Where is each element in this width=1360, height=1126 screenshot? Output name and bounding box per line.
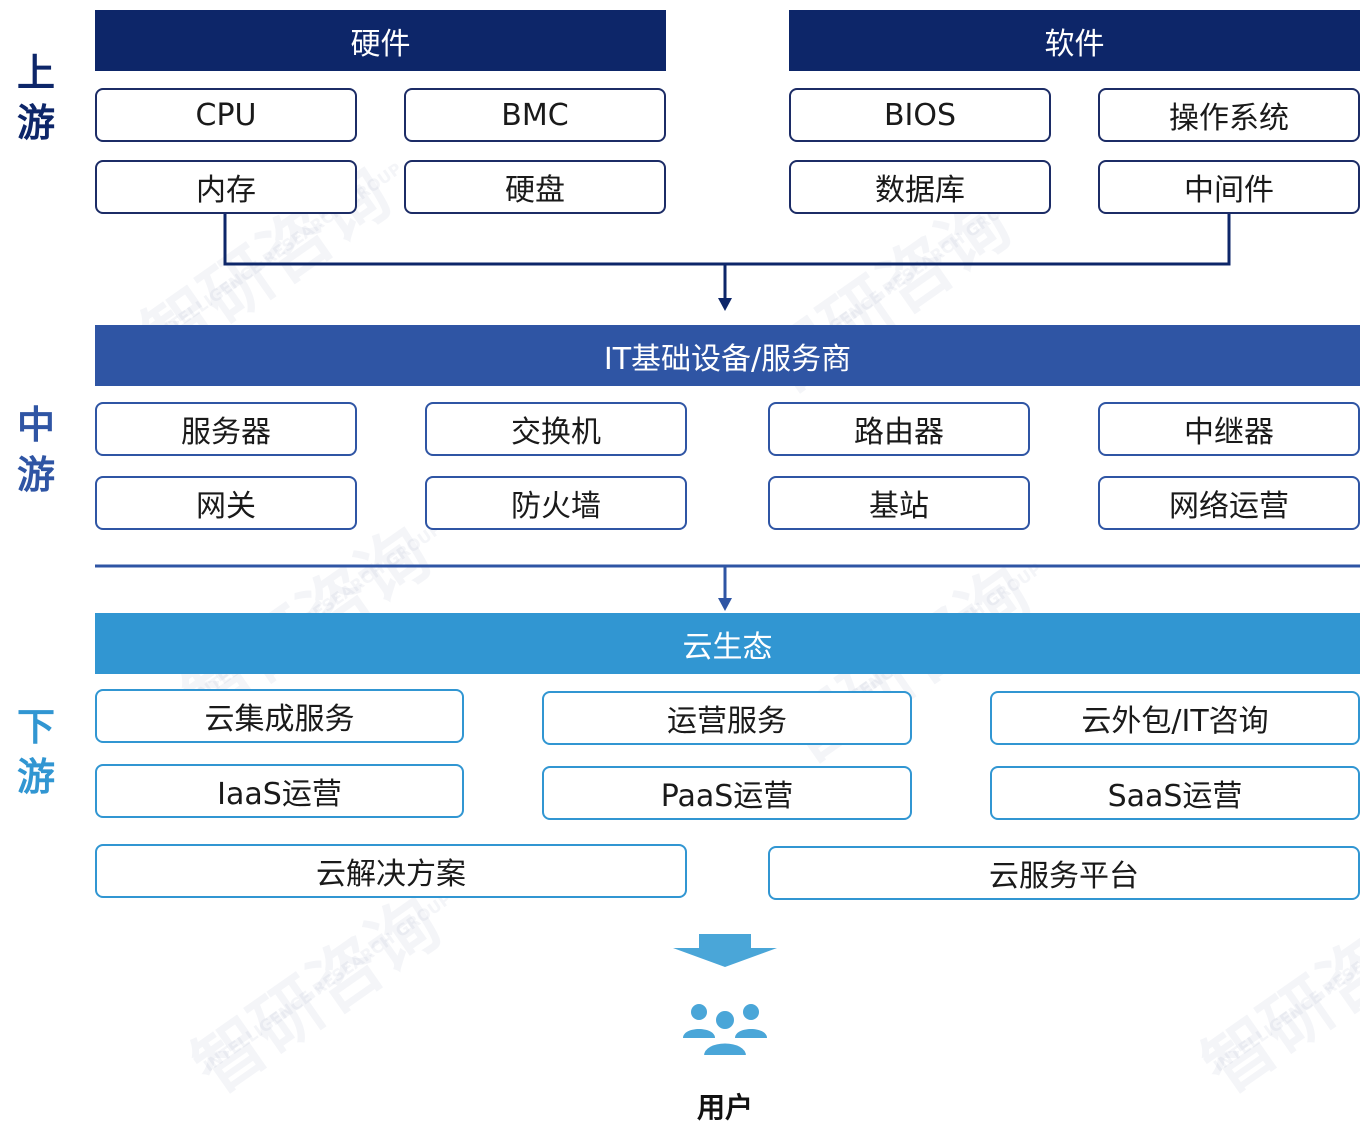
downstream-title: 云生态 — [682, 629, 773, 665]
item-label: 中间件 — [1184, 173, 1274, 208]
side-label-char: 游 — [16, 755, 55, 799]
hardware-item: 内存 — [95, 160, 357, 214]
software-item: 数据库 — [789, 160, 1051, 214]
side-label-downstream: 下 游 — [14, 702, 58, 802]
side-label-char: 上 — [16, 51, 55, 95]
user-label: 用户 — [696, 1091, 753, 1124]
downstream-item: SaaS运营 — [990, 766, 1360, 820]
side-label-char: 游 — [16, 101, 55, 145]
item-label: IaaS运营 — [217, 777, 342, 812]
item-label: 云外包/IT咨询 — [1081, 704, 1269, 739]
software-header: 软件 — [789, 10, 1360, 71]
midstream-arrow-head — [718, 598, 732, 611]
hardware-title: 硬件 — [350, 26, 411, 62]
hardware-header: 硬件 — [95, 10, 666, 71]
item-label: BIOS — [883, 97, 957, 133]
midstream-item: 防火墙 — [425, 476, 687, 530]
midstream-item: 网络运营 — [1098, 476, 1360, 530]
software-item: 中间件 — [1098, 160, 1360, 214]
side-label-char: 下 — [16, 705, 55, 749]
item-label: 云服务平台 — [989, 859, 1139, 894]
downstream-item: 云解决方案 — [95, 844, 687, 898]
side-label-char: 游 — [16, 453, 55, 497]
item-label: PaaS运营 — [660, 779, 794, 814]
item-label: 服务器 — [181, 415, 271, 450]
item-label: 路由器 — [854, 415, 944, 450]
software-item: 操作系统 — [1098, 88, 1360, 142]
downstream-item: 运营服务 — [542, 691, 912, 745]
side-label-char: 中 — [16, 403, 55, 447]
midstream-item: 中继器 — [1098, 402, 1360, 456]
hardware-item: BMC — [404, 88, 666, 142]
midstream-item: 路由器 — [768, 402, 1030, 456]
downstream-item: 云服务平台 — [768, 846, 1360, 900]
item-label: 基站 — [869, 489, 929, 524]
item-label: 云解决方案 — [316, 857, 466, 892]
downstream-item: 云外包/IT咨询 — [990, 691, 1360, 745]
downstream-item: PaaS运营 — [542, 766, 912, 820]
midstream-item: 网关 — [95, 476, 357, 530]
item-label: 云集成服务 — [204, 702, 355, 737]
midstream-item: 基站 — [768, 476, 1030, 530]
hardware-item: 硬盘 — [404, 160, 666, 214]
item-label: 操作系统 — [1169, 101, 1289, 136]
item-label: SaaS运营 — [1107, 779, 1243, 814]
side-label-midstream: 中 游 — [14, 400, 58, 500]
item-label: 运营服务 — [667, 704, 787, 739]
item-label: 中继器 — [1184, 415, 1274, 450]
users-icon — [683, 1004, 767, 1057]
item-label: 硬盘 — [505, 173, 565, 208]
item-label: 防火墙 — [511, 489, 601, 524]
upstream-arrow-head — [718, 298, 732, 311]
side-label-upstream: 上 游 — [14, 48, 58, 148]
item-label: 网关 — [196, 489, 256, 524]
upstream-connector — [223, 214, 1231, 266]
item-label: 网络运营 — [1169, 489, 1289, 524]
downstream-header: 云生态 — [95, 613, 1360, 674]
item-label: 数据库 — [875, 173, 965, 208]
midstream-item: 服务器 — [95, 402, 357, 456]
midstream-item: 交换机 — [425, 402, 687, 456]
item-label: 交换机 — [511, 415, 601, 450]
item-label: CPU — [195, 97, 257, 133]
midstream-header: IT基础设备/服务商 — [95, 325, 1360, 386]
downstream-item: IaaS运营 — [95, 764, 464, 818]
item-label: 内存 — [196, 173, 256, 208]
item-label: BMC — [501, 97, 569, 133]
software-title: 软件 — [1044, 26, 1105, 62]
downstream-arrow — [673, 934, 777, 967]
midstream-title: IT基础设备/服务商 — [603, 341, 852, 377]
software-item: BIOS — [789, 88, 1051, 142]
downstream-item: 云集成服务 — [95, 689, 464, 743]
hardware-item: CPU — [95, 88, 357, 142]
